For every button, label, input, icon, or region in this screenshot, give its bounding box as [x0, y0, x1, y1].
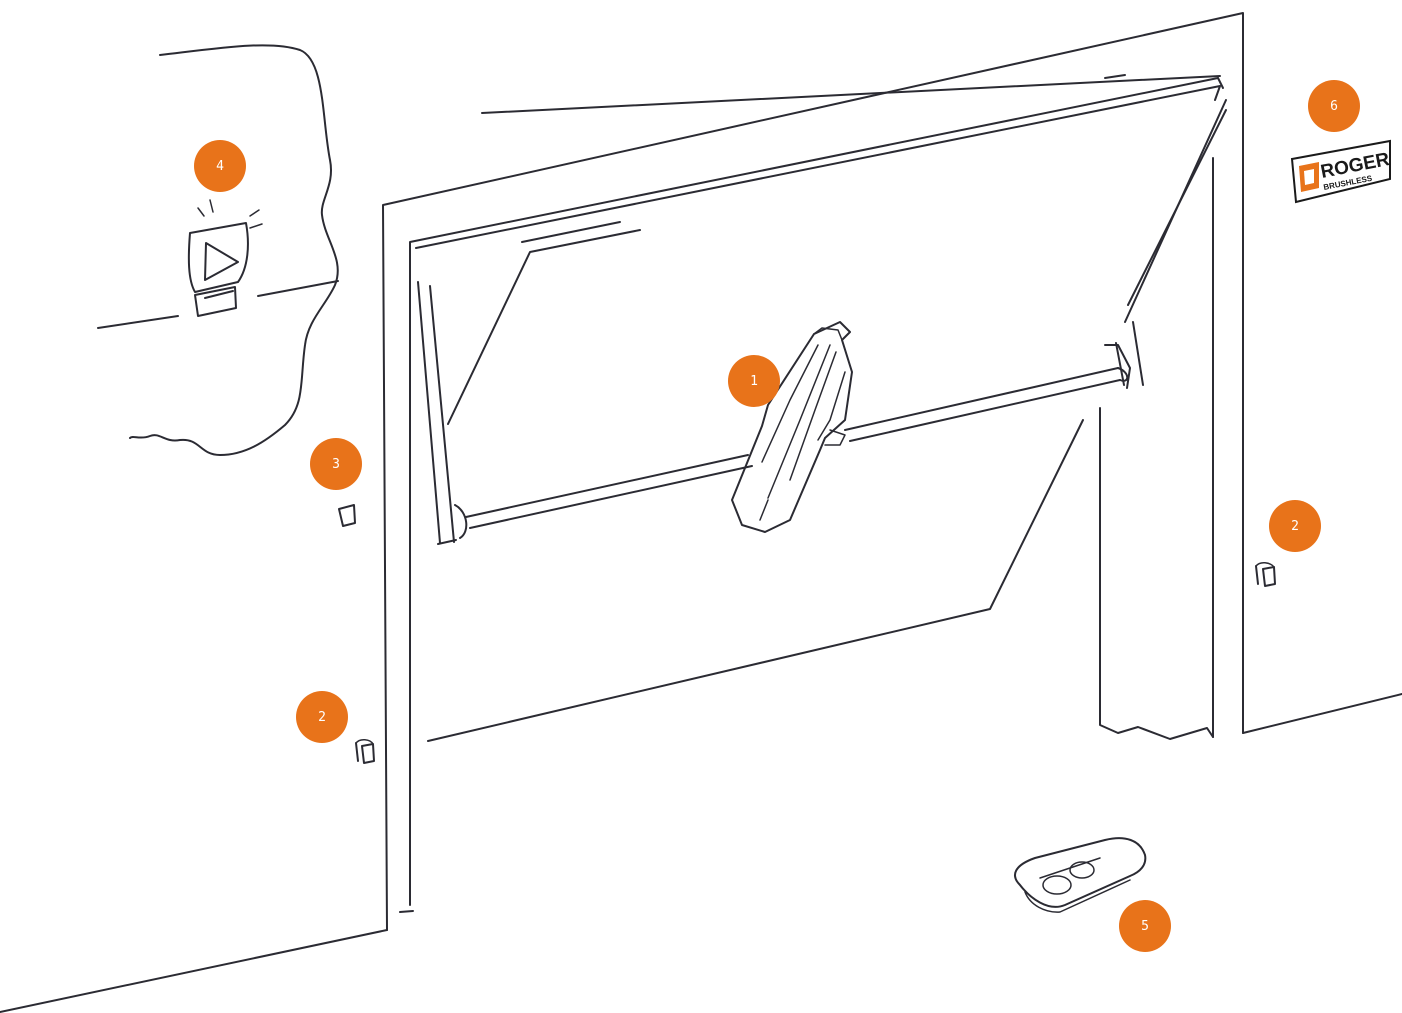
wall-lines [0, 281, 1402, 1012]
photocell-right-icon [1256, 563, 1275, 586]
callout-badge-key-selector[interactable]: 3 [310, 438, 362, 490]
callout-label: 5 [1141, 919, 1149, 934]
remote-control-icon [1015, 838, 1145, 912]
callout-badge-logo[interactable]: 6 [1308, 80, 1360, 132]
callout-badge-motor[interactable]: 1 [728, 355, 780, 407]
callout-badge-photocell-right[interactable]: 2 [1269, 500, 1321, 552]
callout-badge-photocell-left[interactable]: 2 [296, 691, 348, 743]
flashing-light-cloud [130, 45, 338, 455]
door-frame [383, 13, 1243, 930]
flashing-light-icon [189, 200, 262, 316]
callout-badge-flashing-light[interactable]: 4 [194, 140, 246, 192]
callout-label: 2 [318, 710, 326, 725]
callout-label: 2 [1291, 519, 1299, 534]
motor-unit [732, 322, 852, 532]
callout-label: 4 [216, 159, 224, 174]
callout-badge-remote[interactable]: 5 [1119, 900, 1171, 952]
photocell-left-icon [356, 740, 374, 763]
callout-label: 1 [750, 374, 758, 389]
door-panel [416, 75, 1226, 741]
drive-bar [455, 345, 1130, 538]
callout-label: 6 [1330, 99, 1338, 114]
brand-logo: ROGER BRUSHLESS [1292, 141, 1392, 202]
callout-label: 3 [332, 457, 340, 472]
key-selector-icon [339, 505, 355, 526]
